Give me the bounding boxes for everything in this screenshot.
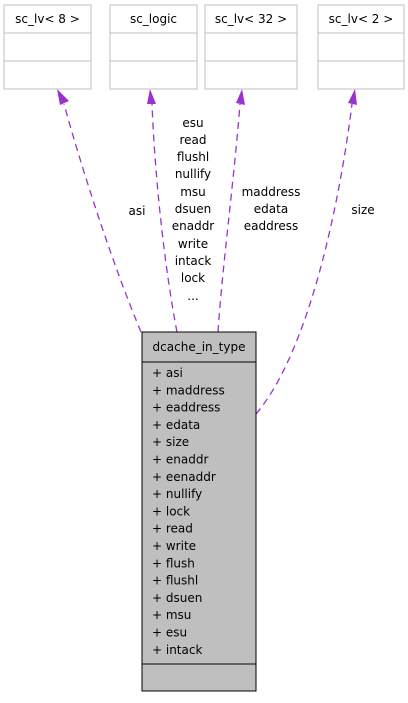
attribute-item: + eenaddr [152,470,216,484]
edge-arrowheads [57,89,357,105]
attribute-item: + read [152,522,193,536]
edge-label: flushl [177,150,209,164]
edge-sc-lv-8 [63,103,142,333]
edge-sc-lv-2 [255,103,353,415]
attribute-item: + edata [152,418,200,432]
edge-labels-sc-logic: esu read flushl nullify msu dsuen enaddr… [172,116,215,303]
class-sc-lv-2[interactable]: sc_lv< 2 > [317,4,405,90]
edge-label: maddress [242,185,301,199]
edge-label: msu [180,185,206,199]
attribute-item: + eaddress [152,401,220,415]
attribute-item: + write [152,539,196,553]
attribute-item: + esu [152,626,187,640]
attribute-item: + intack [152,643,202,657]
attribute-item: + flush [152,556,195,570]
arrowhead-sc-lv-2 [348,89,357,105]
edge-label: intack [175,254,212,268]
arrowhead-sc-lv-32 [236,89,245,105]
edge-labels-sc-lv-8: asi [129,204,146,218]
edge-label: esu [182,116,203,130]
class-name-sc-logic: sc_logic [130,12,177,26]
edge-sc-logic [151,103,178,333]
class-sc-lv-32[interactable]: sc_lv< 32 > [204,4,298,90]
edge-label: asi [129,204,146,218]
attribute-list: + asi + maddress + eaddress + edata + size + … [152,366,225,657]
class-sc-logic[interactable]: sc_logic [109,4,198,90]
dependency-edges [63,103,353,415]
edge-label: edata [254,202,288,216]
attribute-item: + nullify [152,487,202,501]
arrowhead-sc-logic [147,89,156,104]
class-sc-lv-8[interactable]: sc_lv< 8 > [3,4,92,90]
attribute-item: + msu [152,608,191,622]
edge-label: dsuen [175,202,211,216]
class-name-dcache-in-type: dcache_in_type [153,340,246,354]
arrowhead-sc-lv-8 [57,89,69,105]
attribute-item: + flushl [152,574,198,588]
class-name-sc-lv-2: sc_lv< 2 > [329,12,394,26]
edge-label: write [178,237,208,251]
edge-label: eaddress [244,219,299,233]
class-name-sc-lv-32: sc_lv< 32 > [215,12,287,26]
edge-label: lock [181,271,205,285]
class-name-sc-lv-8: sc_lv< 8 > [15,12,80,26]
attribute-item: + maddress [152,383,225,397]
attribute-item: + size [152,435,189,449]
edge-label: read [179,133,206,147]
edge-label: nullify [175,167,211,181]
edge-label: enaddr [172,219,215,233]
attribute-item: + enaddr [152,453,208,467]
attribute-item: + dsuen [152,591,202,605]
edge-label: ... [187,289,198,303]
attribute-item: + asi [152,366,183,380]
edge-labels-sc-lv-2: size [351,203,374,217]
edge-label: size [351,203,374,217]
attribute-item: + lock [152,504,190,518]
class-dcache-in-type[interactable]: dcache_in_type + asi + maddress + eaddress… [141,331,257,692]
edge-labels-sc-lv-32: maddress edata eaddress [242,185,301,233]
edge-sc-lv-32 [217,103,241,333]
